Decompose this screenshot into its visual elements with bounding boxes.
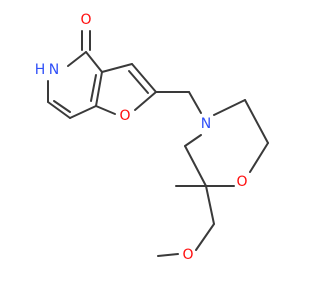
bond [90, 74, 97, 102]
bond-layer [47, 30, 269, 257]
bond [67, 51, 87, 67]
bond [95, 71, 103, 107]
bond [157, 253, 179, 257]
bond [184, 134, 202, 147]
bond [53, 100, 71, 113]
bond [101, 63, 133, 73]
bond [85, 51, 103, 73]
bond [205, 185, 215, 225]
bond [249, 142, 269, 173]
bond [95, 105, 116, 115]
molecule-structure-diagram: O H N O N O O [35, 12, 269, 263]
bond [47, 101, 71, 119]
furan-oxygen-label: O [119, 108, 130, 124]
bond [188, 91, 202, 114]
bond [213, 99, 246, 116]
ring-nh-nitrogen-label: N [49, 62, 59, 78]
methoxy-oxygen-label: O [182, 247, 193, 263]
bond [244, 99, 269, 144]
carbonyl-oxygen-label: O [80, 12, 91, 28]
ring-nh-hydrogen-label: H [35, 62, 46, 78]
morpholine-oxygen-label: O [236, 174, 247, 190]
bond [184, 145, 207, 187]
bond [134, 91, 157, 111]
bond [69, 105, 97, 119]
atom-label-layer: O H N O N O O [35, 12, 248, 263]
bond [128, 70, 149, 94]
bond [195, 223, 215, 251]
morpholine-nitrogen-label: N [201, 116, 211, 132]
bond [131, 63, 157, 93]
